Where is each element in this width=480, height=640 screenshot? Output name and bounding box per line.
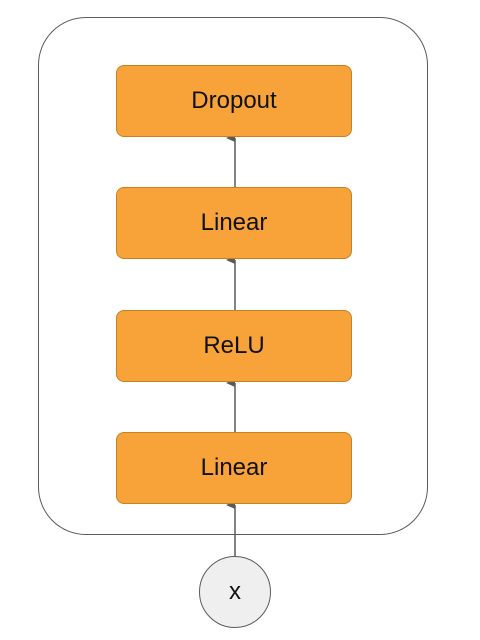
dropout-layer-label: Dropout (191, 87, 277, 114)
dropout-layer: Dropout (116, 65, 352, 137)
input-node-label: x (229, 578, 241, 605)
linear-layer-2: Linear (116, 187, 352, 259)
linear-layer-1-label: Linear (200, 454, 268, 481)
linear-layer-1: Linear (116, 432, 352, 504)
relu-layer-label: ReLU (203, 332, 265, 359)
input-node-x: x (199, 556, 271, 628)
relu-layer: ReLU (116, 310, 352, 382)
linear-layer-2-label: Linear (200, 209, 268, 236)
